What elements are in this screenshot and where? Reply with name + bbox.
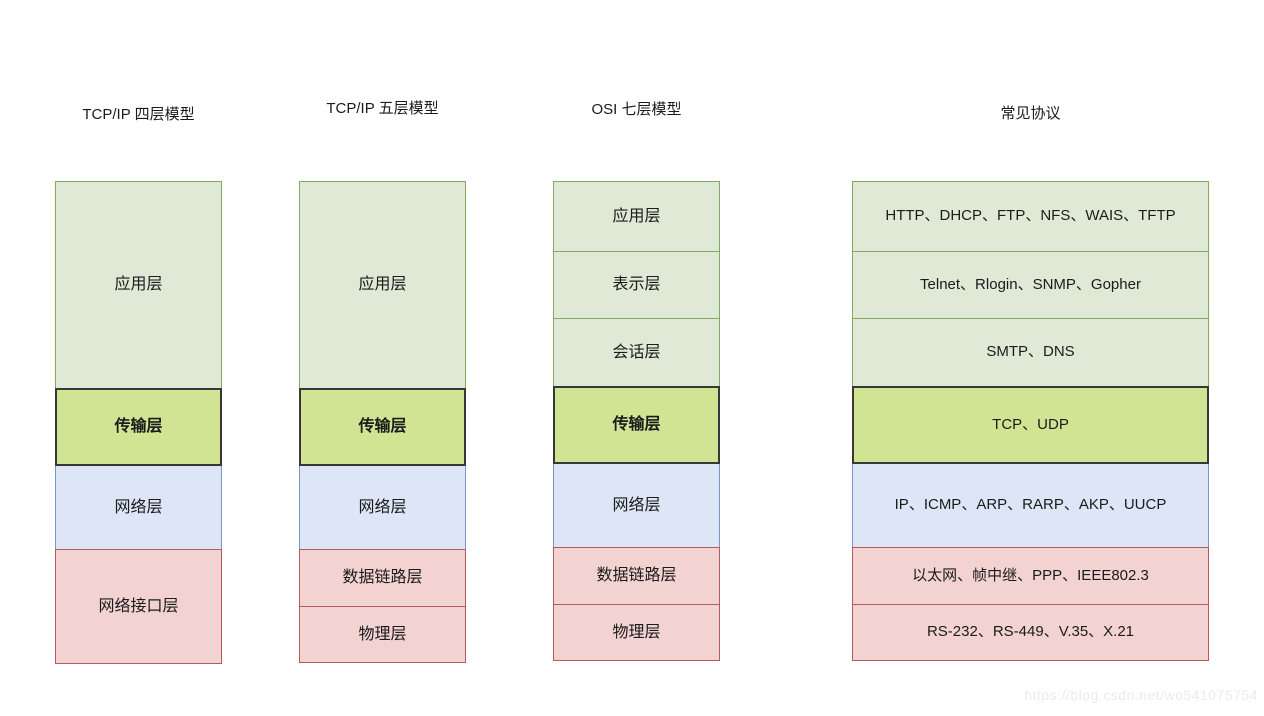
cell-label: 数据链路层 [342, 569, 423, 586]
layer-cell: 数据链路层 [553, 547, 720, 605]
cell-label: RS-232、RS-449、V.35、X.21 [926, 623, 1135, 641]
cell-label: Telnet、Rlogin、SNMP、Gopher [920, 275, 1141, 293]
cell-label: 网络层 [114, 498, 163, 516]
layer-cell: 表示层 [553, 251, 720, 319]
cell-label: 数据链路层 [596, 567, 677, 584]
cell-label: 会话层 [612, 343, 661, 361]
cell-label: 应用层 [358, 276, 407, 293]
cell-label: 传输层 [114, 418, 163, 435]
protocol-cell: Telnet、Rlogin、SNMP、Gopher [852, 251, 1209, 319]
cell-label: 物理层 [358, 625, 407, 643]
column-title: OSI 七层模型 [591, 101, 682, 118]
layer-cell: 应用层 [55, 181, 222, 389]
layer-cell: 传输层 [299, 388, 466, 466]
cell-label: SMTP、DNS [986, 343, 1075, 361]
layer-cell: 会话层 [553, 318, 720, 387]
layer-stack: 应用层传输层网络层网络接口层 [55, 181, 222, 664]
cell-label: TCP、UDP [992, 415, 1069, 433]
cell-label: 网络接口层 [98, 597, 179, 615]
layer-cell: 网络接口层 [55, 549, 222, 664]
cell-label: 网络层 [612, 496, 661, 514]
protocol-cell: RS-232、RS-449、V.35、X.21 [852, 604, 1209, 661]
column-title: TCP/IP 五层模型 [326, 100, 439, 117]
layer-cell: 数据链路层 [299, 549, 466, 607]
cell-label: 传输层 [612, 416, 661, 433]
layer-cell: 传输层 [55, 388, 222, 466]
column-title: 常见协议 [1000, 105, 1061, 122]
cell-label: IP、ICMP、ARP、RARP、AKP、UUCP [894, 496, 1167, 514]
protocol-cell: SMTP、DNS [852, 318, 1209, 387]
watermark: https://blog.csdn.net/wo541075754 [1024, 687, 1258, 703]
cell-label: 表示层 [612, 276, 661, 293]
layer-stack: 应用层传输层网络层数据链路层物理层 [299, 181, 466, 663]
column-title: TCP/IP 四层模型 [82, 106, 195, 123]
layer-cell: 网络层 [553, 463, 720, 548]
protocol-cell: 以太网、帧中继、PPP、IEEE802.3 [852, 547, 1209, 605]
protocol-stack: HTTP、DHCP、FTP、NFS、WAIS、TFTP Telnet、Rlogin… [852, 181, 1209, 661]
cell-label: 物理层 [612, 623, 661, 641]
cell-label: 应用层 [114, 276, 163, 293]
layer-cell: 应用层 [299, 181, 466, 389]
protocol-cell: HTTP、DHCP、FTP、NFS、WAIS、TFTP [852, 181, 1209, 252]
cell-label: 传输层 [358, 418, 407, 435]
layer-cell: 应用层 [553, 181, 720, 252]
cell-label: HTTP、DHCP、FTP、NFS、WAIS、TFTP [885, 207, 1176, 225]
layer-cell: 传输层 [553, 386, 720, 464]
cell-label: 应用层 [612, 207, 661, 225]
cell-label: 以太网、帧中继、PPP、IEEE802.3 [912, 566, 1149, 584]
layer-cell: 物理层 [553, 604, 720, 661]
layer-cell: 物理层 [299, 606, 466, 663]
layer-stack: 应用层表示层会话层传输层网络层数据链路层物理层 [553, 181, 720, 661]
protocol-cell: IP、ICMP、ARP、RARP、AKP、UUCP [852, 463, 1209, 548]
layer-cell: 网络层 [55, 465, 222, 550]
cell-label: 网络层 [358, 498, 407, 516]
protocol-cell: TCP、UDP [852, 386, 1209, 464]
layer-cell: 网络层 [299, 465, 466, 550]
